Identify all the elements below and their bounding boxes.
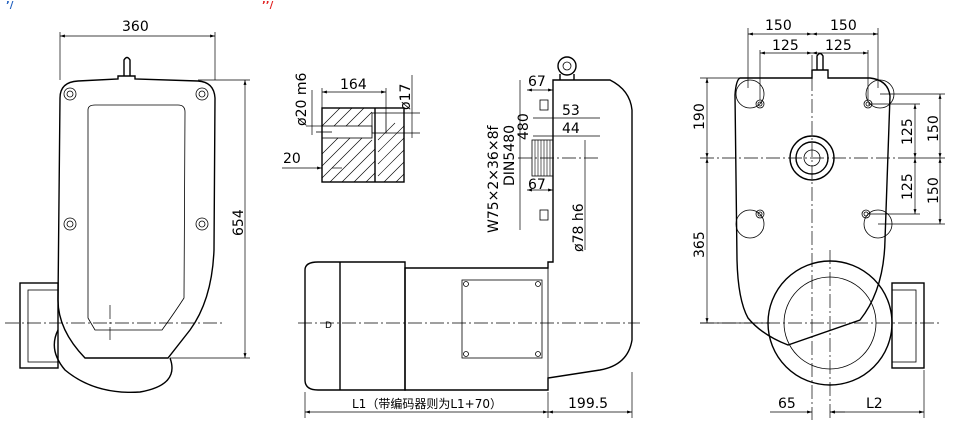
dim-199-5: 199.5 — [568, 396, 608, 412]
front-view: 360 654 — [5, 19, 250, 394]
dim-right-150-top: 150 — [926, 115, 942, 142]
dim-right-125-top: 125 — [900, 118, 916, 145]
logo-right-mark: ’’/ — [262, 0, 274, 11]
motor-mark: D — [325, 321, 332, 331]
dim-top-150-left: 150 — [765, 18, 792, 34]
dim-keyway: ø17 — [398, 84, 414, 110]
dim-67-top: 67 — [528, 74, 546, 90]
dim-654: 654 — [231, 209, 247, 236]
dim-360: 360 — [122, 19, 149, 35]
dim-l2: L2 — [866, 396, 883, 412]
dim-right-150-bottom: 150 — [926, 177, 942, 204]
dim-shaft-dia: ø78 h6 — [571, 203, 587, 252]
dim-365: 365 — [692, 231, 708, 258]
dim-164: 164 — [340, 77, 367, 93]
dim-l1: L1（带编码器则为L1+70） — [352, 396, 502, 411]
dim-bore: ø20 m6 — [294, 73, 310, 126]
dim-key-depth: 20 — [283, 151, 301, 167]
logo: ’/ ’’/ — [6, 0, 274, 11]
dim-67-bottom: 67 — [528, 177, 546, 193]
dim-top-150-right: 150 — [830, 18, 857, 34]
din-standard: DIN5480 — [502, 125, 518, 186]
dim-65: 65 — [778, 396, 796, 412]
dim-190: 190 — [692, 103, 708, 130]
dim-right-125-bottom: 125 — [900, 173, 916, 200]
dim-top-125-right: 125 — [825, 38, 852, 54]
dim-top-125-left: 125 — [772, 38, 799, 54]
right-view: 150 150 125 125 190 365 125 125 150 150 … — [692, 18, 945, 420]
dim-480: 480 — [516, 113, 532, 140]
logo-left-mark: ’/ — [6, 0, 14, 11]
side-view: D 67 53 44 — [298, 56, 640, 418]
dim-53: 53 — [562, 103, 580, 119]
spline-spec: W75×2×36×8f — [486, 125, 502, 233]
shaft-detail: 164 ø20 m6 ø17 20 — [282, 73, 420, 183]
dim-44: 44 — [562, 121, 580, 137]
